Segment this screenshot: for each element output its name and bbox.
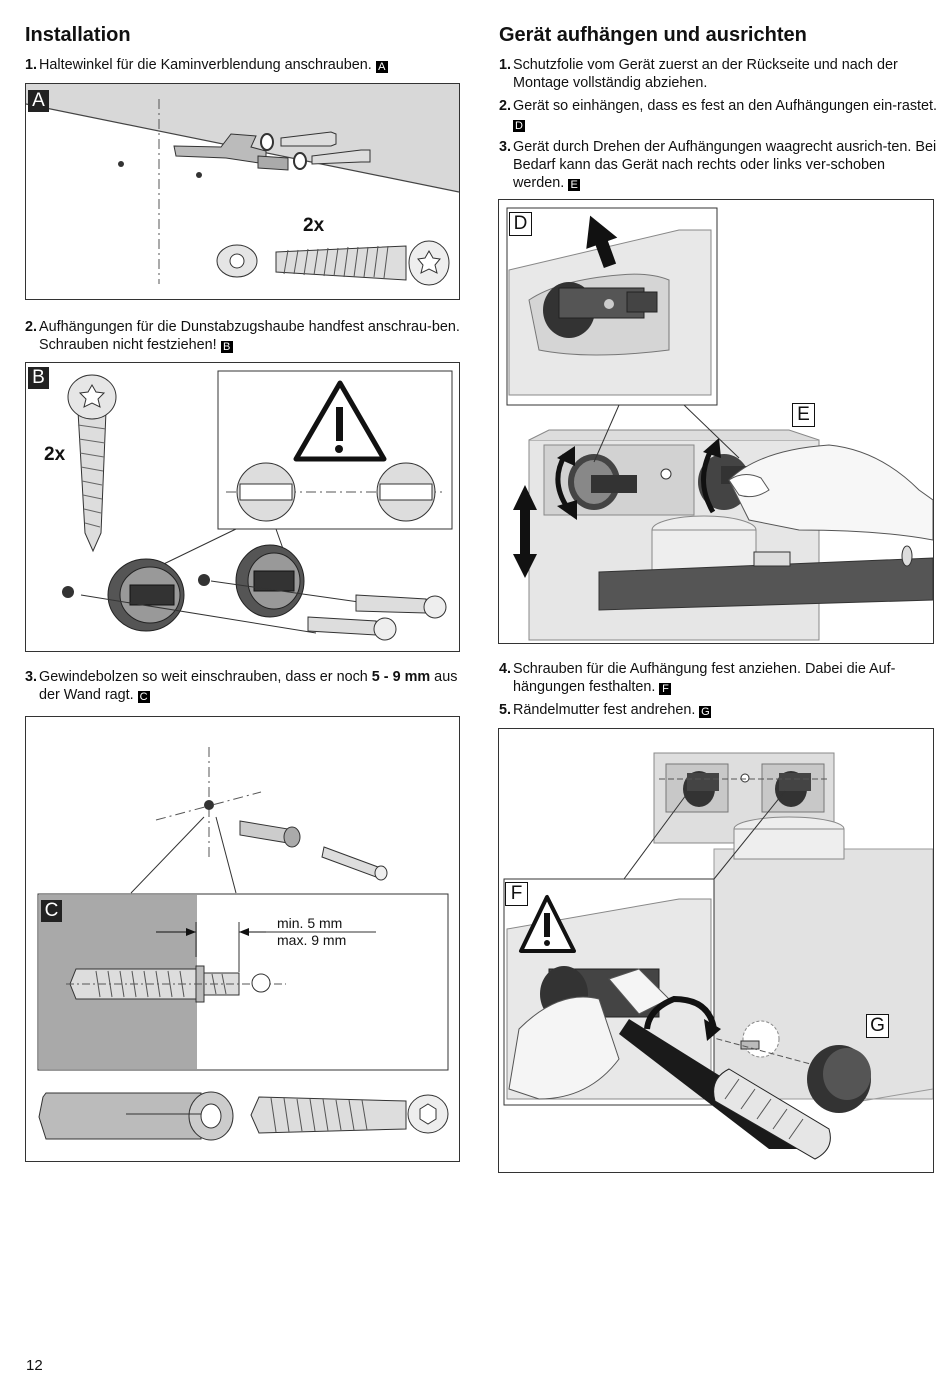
- right-step-5: 5. Rändelmutter fest andrehen. G: [499, 702, 712, 718]
- figure-a-label: A: [28, 90, 49, 112]
- figure-e-label: E: [792, 403, 815, 427]
- figure-d-e: D E: [498, 199, 934, 644]
- figure-ref: F: [659, 683, 672, 695]
- left-heading: Installation: [25, 24, 131, 46]
- figure-ref: C: [137, 691, 150, 703]
- figure-c: C min. 5 mm max. 9 mm: [25, 716, 460, 1162]
- left-step-3: 3. Gewindebolzen so weit einschrauben, d…: [25, 669, 458, 703]
- figure-a: A 2x: [25, 83, 460, 300]
- figure-f-label: F: [505, 882, 528, 906]
- figure-ref: G: [699, 706, 712, 718]
- left-step-2: 2. Aufhängungen für die Dunstabzugshaube…: [25, 319, 460, 353]
- figure-f-g: F G: [498, 728, 934, 1173]
- figure-a-multiplier: 2x: [303, 215, 325, 236]
- figure-b: B 2x: [25, 362, 460, 652]
- right-step-1: 1. Schutzfolie vom Gerät zuerst an der R…: [499, 57, 898, 91]
- figure-c-max: max. 9 mm: [277, 932, 347, 948]
- figure-ref: B: [220, 341, 233, 353]
- figure-b-multiplier: 2x: [44, 444, 66, 465]
- right-step-4: 4. Schrauben für die Aufhängung fest anz…: [499, 661, 896, 695]
- figure-ref: A: [375, 61, 388, 73]
- right-step-2: 2. Gerät so einhängen, dass es fest an d…: [499, 98, 938, 132]
- figure-ref: D: [513, 120, 525, 132]
- figure-d-label: D: [509, 212, 532, 236]
- page-number: 12: [26, 1357, 43, 1374]
- right-step-3: 3. Gerät durch Drehen der Aufhängungen w…: [499, 139, 937, 191]
- figure-c-label: C: [41, 900, 62, 922]
- figure-ref: E: [568, 179, 581, 191]
- left-step-1: 1. Haltewinkel für die Kaminverblendung …: [25, 56, 465, 74]
- figure-b-label: B: [28, 367, 49, 389]
- figure-c-min: min. 5 mm: [277, 915, 343, 931]
- right-heading: Gerät aufhängen und ausrichten: [499, 24, 807, 46]
- figure-g-label: G: [866, 1014, 889, 1038]
